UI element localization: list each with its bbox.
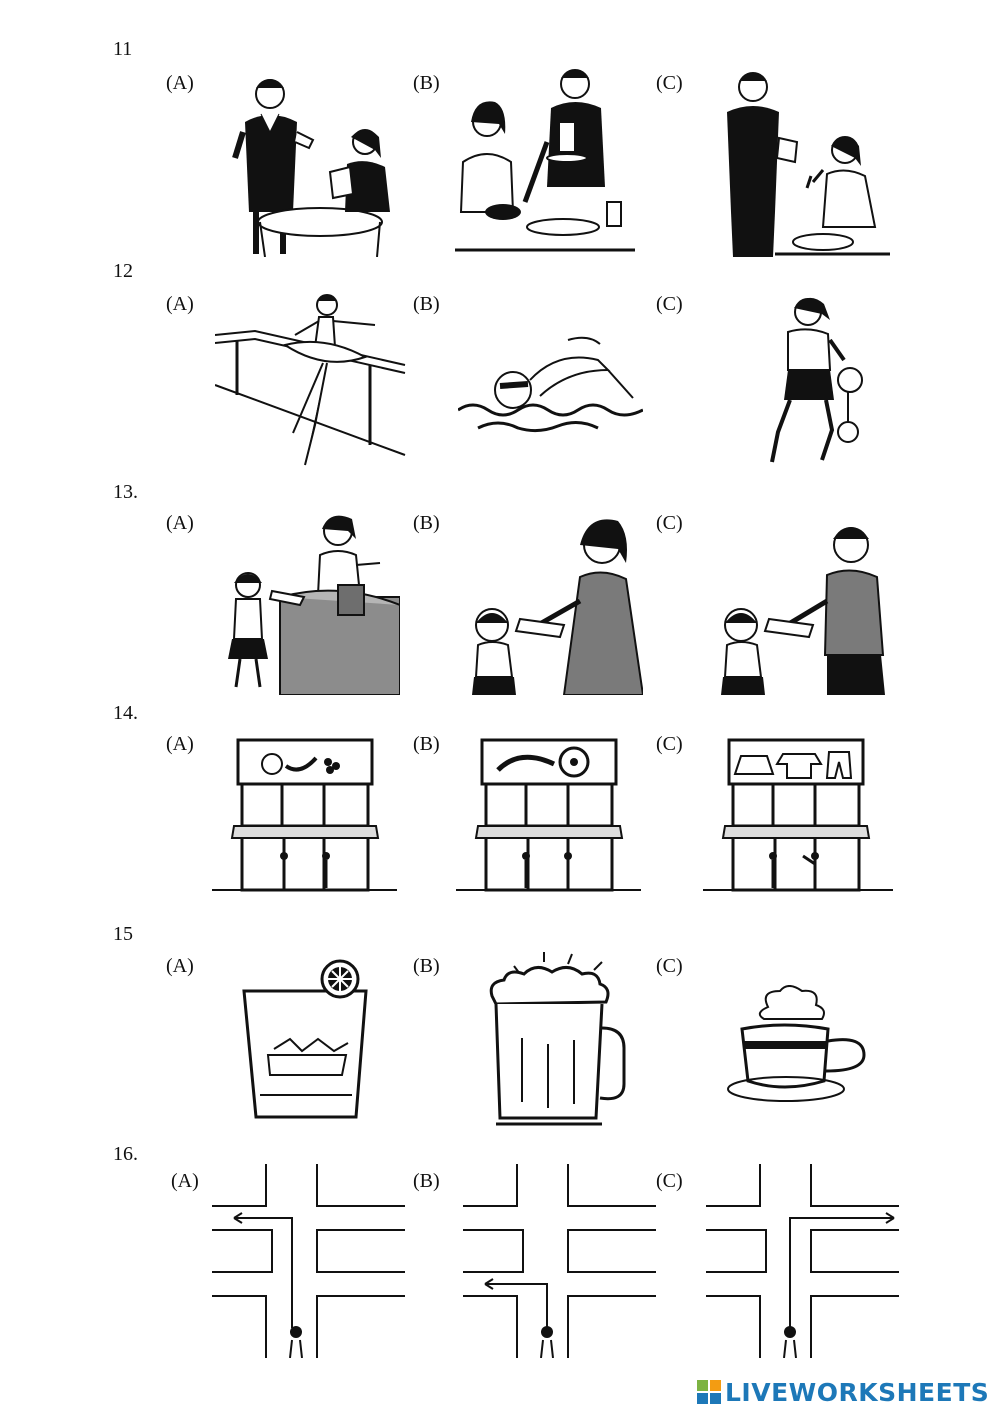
question-number-14: 14.	[113, 702, 138, 724]
option-label-12a: (A)	[166, 293, 194, 315]
question-number-15: 15	[113, 923, 133, 945]
picture-clothes-shop[interactable]	[703, 738, 893, 908]
question-number-11: 11	[113, 38, 133, 60]
option-label-11b: (B)	[413, 72, 440, 94]
option-label-16c: (C)	[656, 1170, 683, 1192]
picture-girl-with-woman[interactable]	[468, 505, 643, 695]
picture-girl-basketball[interactable]	[748, 290, 888, 470]
option-label-16b: (B)	[413, 1170, 440, 1192]
option-label-14a: (A)	[166, 733, 194, 755]
option-label-16a: (A)	[171, 1170, 199, 1192]
option-label-15b: (B)	[413, 955, 440, 977]
question-number-12: 12	[113, 260, 133, 282]
option-label-11a: (A)	[166, 72, 194, 94]
option-label-14c: (C)	[656, 733, 683, 755]
picture-girl-at-counter[interactable]	[220, 505, 400, 695]
picture-map-turn-right-first-street[interactable]	[706, 1162, 899, 1358]
option-label-12b: (B)	[413, 293, 440, 315]
picture-mug-of-beer[interactable]	[484, 948, 629, 1130]
option-label-15a: (A)	[166, 955, 194, 977]
picture-girl-with-man[interactable]	[715, 505, 890, 695]
option-label-13a: (A)	[166, 512, 194, 534]
liveworksheets-mark-icon	[697, 1380, 721, 1404]
question-number-13: 13.	[113, 481, 138, 503]
picture-waiter-taking-order[interactable]	[715, 62, 890, 257]
option-label-11c: (C)	[656, 72, 683, 94]
picture-waiter-giving-menu[interactable]	[225, 62, 395, 257]
option-label-13b: (B)	[413, 512, 440, 534]
picture-ballet-dancer[interactable]	[215, 285, 410, 475]
picture-glass-of-lemonade[interactable]	[238, 955, 373, 1125]
picture-cinema[interactable]	[456, 738, 641, 908]
picture-swimmer[interactable]	[458, 330, 643, 440]
picture-waiter-serving-food[interactable]	[455, 62, 635, 257]
option-label-13c: (C)	[656, 512, 683, 534]
picture-cup-of-coffee[interactable]	[724, 985, 869, 1110]
option-label-15c: (C)	[656, 955, 683, 977]
picture-fruit-shop[interactable]	[212, 738, 397, 908]
picture-map-turn-left-first-street[interactable]	[212, 1162, 405, 1358]
brand-name: LIVEWORKSHEETS	[725, 1377, 990, 1407]
question-number-16: 16.	[113, 1143, 138, 1165]
picture-map-turn-left-second-street[interactable]	[463, 1162, 656, 1358]
option-label-12c: (C)	[656, 293, 683, 315]
liveworksheets-logo: LIVEWORKSHEETS	[696, 1376, 992, 1408]
option-label-14b: (B)	[413, 733, 440, 755]
